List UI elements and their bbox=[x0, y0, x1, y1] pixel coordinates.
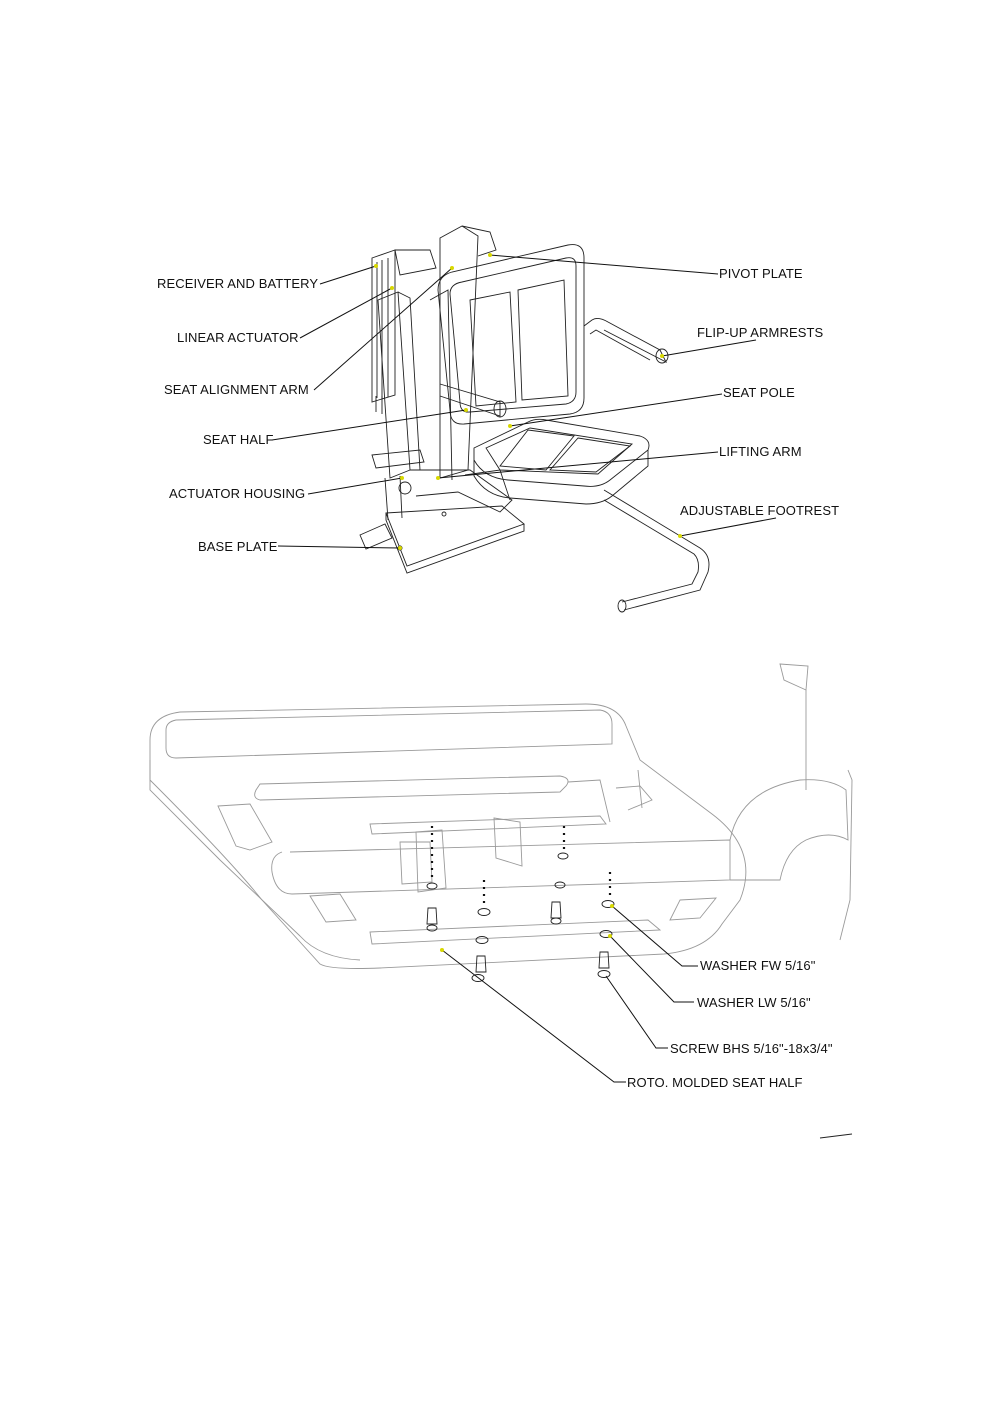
label-washer-fw: WASHER FW 5/16" bbox=[700, 958, 816, 973]
label-seat-pole: SEAT POLE bbox=[723, 385, 795, 400]
label-base-plate: BASE PLATE bbox=[198, 539, 278, 554]
label-roto-molded-seat-half: ROTO. MOLDED SEAT HALF bbox=[627, 1075, 803, 1090]
label-pivot-plate: PIVOT PLATE bbox=[719, 266, 803, 281]
label-adjustable-footrest: ADJUSTABLE FOOTREST bbox=[680, 503, 840, 518]
marker-dots-bottom bbox=[440, 904, 614, 952]
seat-half-drawing bbox=[149, 663, 853, 969]
label-seat-alignment-arm: SEAT ALIGNMENT ARM bbox=[164, 382, 309, 397]
label-linear-actuator: LINEAR ACTUATOR bbox=[177, 330, 299, 345]
lift-chair-diagram bbox=[271, 225, 777, 613]
seat-back-drawing bbox=[437, 244, 585, 425]
label-actuator-housing: ACTUATOR HOUSING bbox=[169, 486, 306, 501]
page-mark bbox=[819, 1133, 853, 1139]
marker-dots-top bbox=[374, 253, 682, 550]
seat-pole-tube-drawing bbox=[271, 779, 849, 895]
actuator-column-drawing bbox=[371, 249, 437, 521]
armrest-drawing bbox=[583, 317, 669, 364]
footrest-drawing bbox=[603, 489, 710, 613]
label-screw-bhs: SCREW BHS 5/16"-18x3/4" bbox=[670, 1041, 833, 1056]
leader-lines-bottom bbox=[441, 905, 698, 1083]
label-seat-half: SEAT HALF bbox=[203, 432, 274, 447]
label-receiver-battery: RECEIVER AND BATTERY bbox=[157, 276, 319, 291]
leader-lines-top bbox=[271, 254, 777, 549]
fastener-stacks bbox=[426, 826, 615, 982]
label-flip-up-armrests: FLIP-UP ARMRESTS bbox=[697, 325, 824, 340]
label-lifting-arm: LIFTING ARM bbox=[719, 444, 802, 459]
label-washer-lw: WASHER LW 5/16" bbox=[697, 995, 811, 1010]
seat-cushion-drawing bbox=[473, 418, 650, 505]
seat-pole-drawing bbox=[439, 383, 507, 418]
